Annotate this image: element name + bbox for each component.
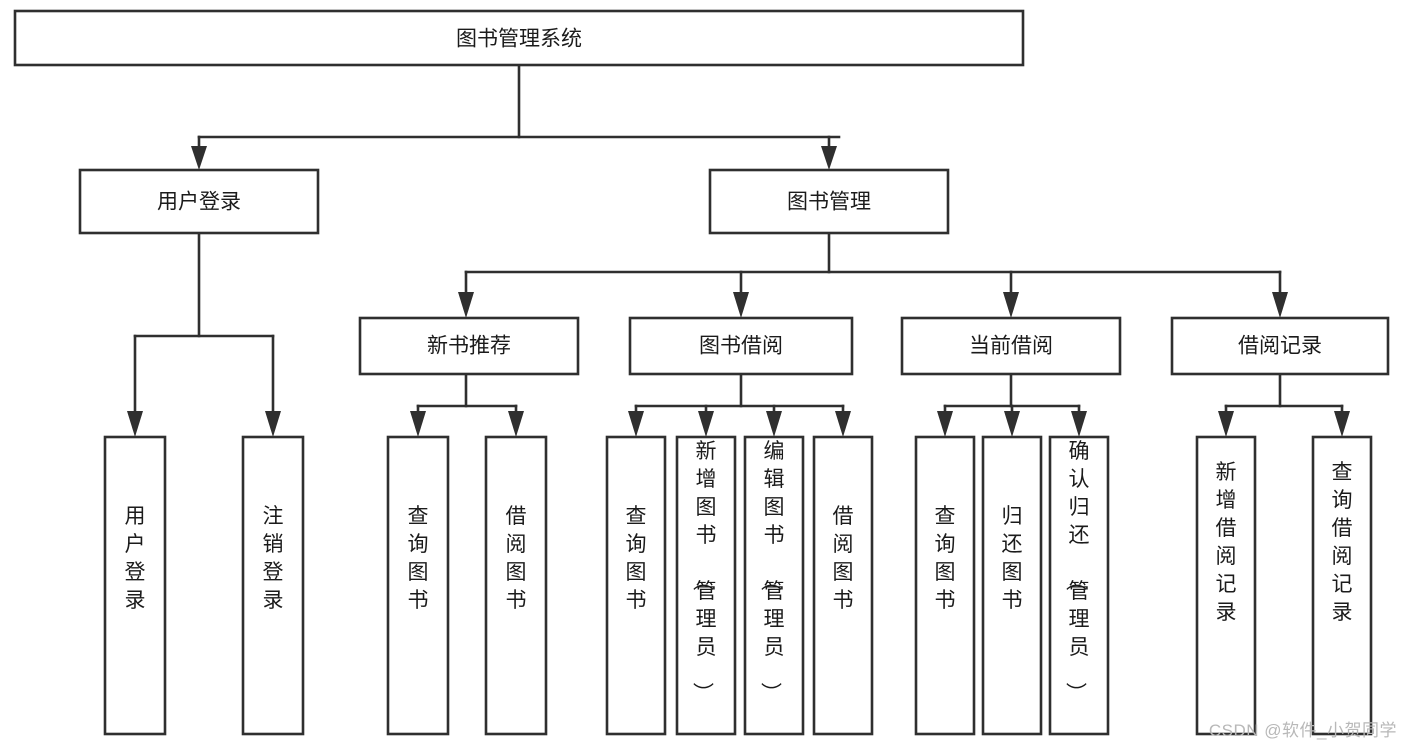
- arrow-head-user-login: [191, 146, 207, 170]
- node-leaf-logout-label: 注销登录: [263, 505, 284, 612]
- node-leaf-add-book-admin-label: 新增图书（管理员）: [691, 440, 717, 703]
- node-leaf-borrow-book-1-label: 借阅图书: [506, 505, 527, 612]
- arrow-head-leaf4: [508, 411, 524, 437]
- arrow-head-leaf3: [410, 411, 426, 437]
- node-leaf-borrow-book-2-label: 借阅图书: [833, 505, 854, 612]
- node-leaf-return-book-label: 归还图书: [1002, 505, 1023, 612]
- node-leaf-edit-book-admin-label: 编辑图书（管理员）: [759, 440, 785, 703]
- node-root-label: 图书管理系统: [456, 28, 582, 51]
- arrow-head-leaf8: [835, 411, 851, 437]
- node-leaf-query-book-3[interactable]: 查询图书: [914, 435, 976, 736]
- node-leaf-query-book-1-label: 查询图书: [408, 505, 429, 612]
- node-leaf-query-book-3-box[interactable]: [914, 435, 976, 736]
- node-leaf-edit-book-admin-box[interactable]: [743, 435, 805, 736]
- node-leaf-query-borrow-record[interactable]: 查询借阅记录: [1311, 435, 1373, 736]
- node-leaf-add-book-admin[interactable]: 新增图书（管理员）: [675, 435, 737, 736]
- node-borrow-record[interactable]: 借阅记录: [1170, 316, 1390, 376]
- node-root-box[interactable]: [13, 9, 1025, 67]
- arrow-head-leaf5: [628, 411, 644, 437]
- node-leaf-query-book-2-label: 查询图书: [626, 505, 647, 612]
- node-current-borrow[interactable]: 当前借阅: [900, 316, 1122, 376]
- arrow-head-leaf10: [1004, 411, 1020, 437]
- node-leaf-edit-book-admin[interactable]: 编辑图书（管理员）: [743, 435, 805, 736]
- node-leaf-query-borrow-record-label: 查询借阅记录: [1332, 461, 1353, 624]
- node-book-management[interactable]: 图书管理: [708, 168, 950, 235]
- node-leaf-query-borrow-record-box[interactable]: [1311, 435, 1373, 736]
- node-borrow-record-label: 借阅记录: [1238, 335, 1322, 358]
- connector-layer: [127, 63, 1350, 437]
- node-user-login-label: 用户登录: [157, 191, 241, 214]
- arrow-head-leaf12: [1218, 411, 1234, 437]
- arrow-head-book-mgmt: [821, 146, 837, 170]
- node-leaf-return-book[interactable]: 归还图书: [981, 435, 1043, 736]
- node-layer: 图书管理系统 用户登录 图书管理 新书推荐 图书借阅: [13, 9, 1390, 736]
- arrow-head-book-borrow: [733, 292, 749, 318]
- node-leaf-query-book-2[interactable]: 查询图书: [605, 435, 667, 736]
- arrow-head-current-borrow: [1003, 292, 1019, 318]
- node-new-book-recommend-label: 新书推荐: [427, 335, 511, 358]
- node-leaf-query-book-2-box[interactable]: [605, 435, 667, 736]
- node-book-management-label: 图书管理: [787, 191, 871, 214]
- arrow-head-new-book: [458, 292, 474, 318]
- node-book-borrow-label: 图书借阅: [699, 335, 783, 358]
- node-root[interactable]: 图书管理系统: [13, 9, 1025, 67]
- node-leaf-add-borrow-record-label: 新增借阅记录: [1216, 461, 1237, 624]
- node-leaf-user-login[interactable]: 用户登录: [103, 435, 167, 736]
- node-leaf-query-book-3-label: 查询图书: [935, 505, 956, 612]
- node-leaf-logout[interactable]: 注销登录: [241, 435, 305, 736]
- arrow-head-leaf11: [1071, 411, 1087, 437]
- node-user-login[interactable]: 用户登录: [78, 168, 320, 235]
- node-leaf-query-book-1[interactable]: 查询图书: [386, 435, 450, 736]
- node-leaf-borrow-book-1-box[interactable]: [484, 435, 548, 736]
- arrow-head-leaf13: [1334, 411, 1350, 437]
- node-current-borrow-box[interactable]: [900, 316, 1122, 376]
- node-new-book-recommend[interactable]: 新书推荐: [358, 316, 580, 376]
- node-leaf-confirm-return-admin[interactable]: 确认归还（管理员）: [1048, 435, 1110, 736]
- node-new-book-recommend-box[interactable]: [358, 316, 580, 376]
- node-leaf-query-book-1-box[interactable]: [386, 435, 450, 736]
- arrow-head-leaf1: [127, 411, 143, 437]
- node-leaf-return-book-box[interactable]: [981, 435, 1043, 736]
- node-leaf-confirm-return-admin-label: 确认归还（管理员）: [1064, 440, 1090, 703]
- node-leaf-confirm-return-admin-box[interactable]: [1048, 435, 1110, 736]
- node-book-borrow-box[interactable]: [628, 316, 854, 376]
- arrow-head-leaf9: [937, 411, 953, 437]
- node-current-borrow-label: 当前借阅: [969, 335, 1053, 358]
- node-leaf-borrow-book-1[interactable]: 借阅图书: [484, 435, 548, 736]
- node-book-management-box[interactable]: [708, 168, 950, 235]
- node-leaf-add-borrow-record-box[interactable]: [1195, 435, 1257, 736]
- node-leaf-borrow-book-2[interactable]: 借阅图书: [812, 435, 874, 736]
- node-leaf-add-book-admin-box[interactable]: [675, 435, 737, 736]
- node-borrow-record-box[interactable]: [1170, 316, 1390, 376]
- node-user-login-box[interactable]: [78, 168, 320, 235]
- arrow-head-leaf6: [698, 411, 714, 437]
- arrow-head-leaf2: [265, 411, 281, 437]
- arrow-head-leaf7: [766, 411, 782, 437]
- node-leaf-user-login-box[interactable]: [103, 435, 167, 736]
- node-leaf-add-borrow-record[interactable]: 新增借阅记录: [1195, 435, 1257, 736]
- node-leaf-borrow-book-2-box[interactable]: [812, 435, 874, 736]
- node-leaf-user-login-label: 用户登录: [125, 505, 146, 612]
- node-book-borrow[interactable]: 图书借阅: [628, 316, 854, 376]
- arrow-head-borrow-record: [1272, 292, 1288, 318]
- node-leaf-logout-box[interactable]: [241, 435, 305, 736]
